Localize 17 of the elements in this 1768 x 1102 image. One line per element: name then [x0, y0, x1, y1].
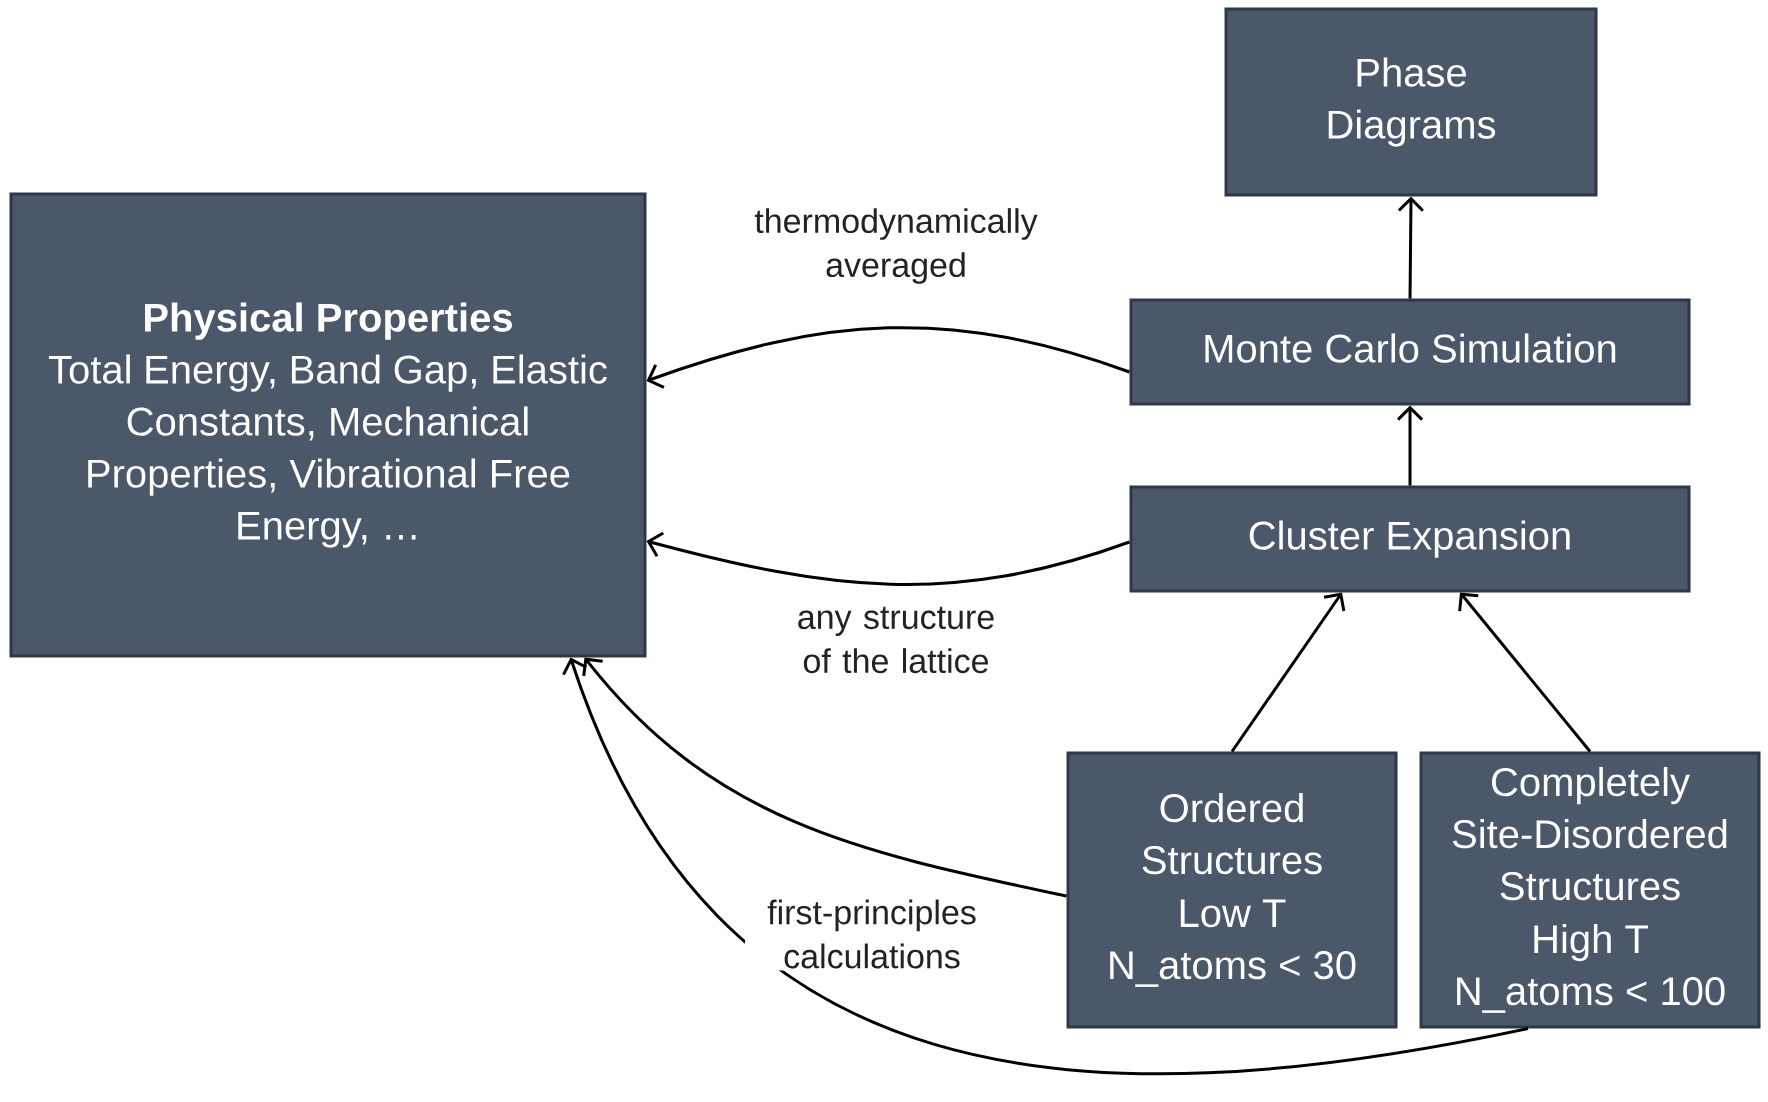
process-box: Ordered Structures Low T N_atoms < 30	[1066, 751, 1398, 1029]
process-box: Monte Carlo Simulation	[1129, 298, 1691, 406]
arrow	[646, 531, 1130, 586]
process-box: Physical Properties Total Energy, Band Gap, Elastic Constants, Mechanical Properties, Vibrational Free Energy, …	[9, 192, 647, 658]
arrow	[1230, 592, 1346, 753]
edge-label: first-principles calculations	[745, 897, 999, 971]
arrow	[1396, 405, 1424, 486]
arrow	[1458, 592, 1592, 753]
process-box: Phase Diagrams	[1224, 7, 1598, 197]
edge-label: thermodynamically averaged	[729, 206, 1063, 286]
process-box: Cluster Expansion	[1129, 485, 1691, 593]
process-box: Completely Site-Disordered Structures High T N_atoms < 100	[1419, 751, 1761, 1029]
edge-label: any structure of the lattice	[774, 604, 1018, 676]
arrow	[562, 657, 1529, 1075]
arrow	[646, 326, 1130, 389]
arrow	[1397, 196, 1424, 299]
arrow	[582, 657, 1067, 898]
